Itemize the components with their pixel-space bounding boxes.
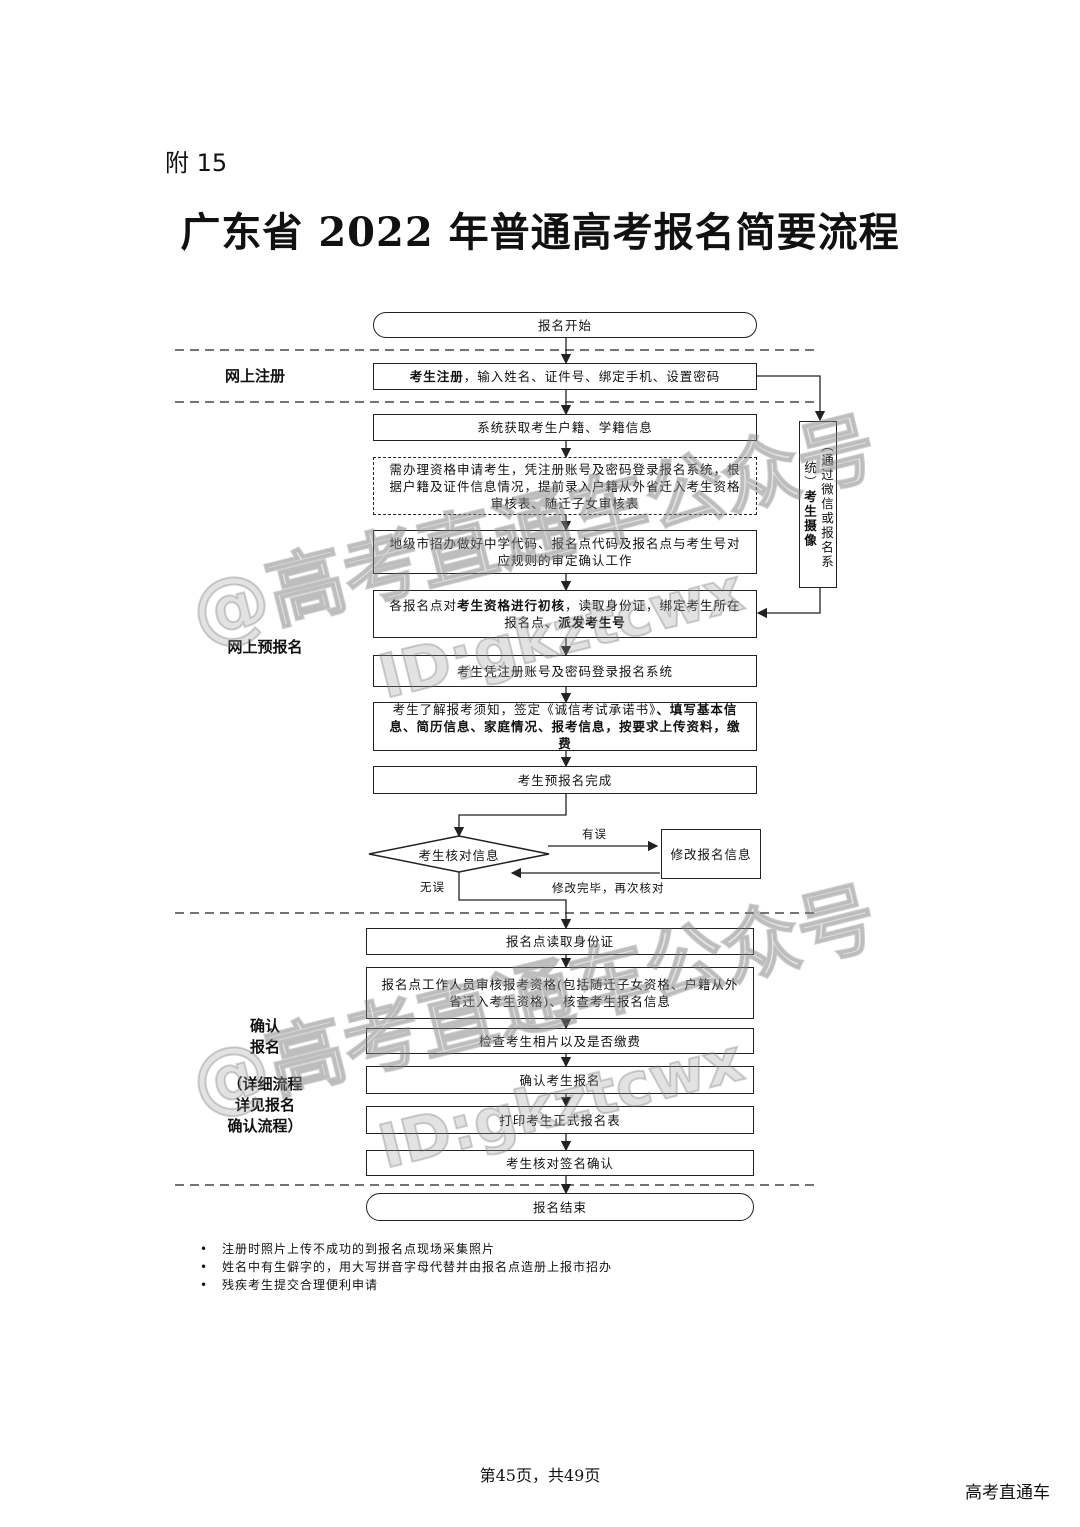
prereg-done-node: 考生预报名完成: [373, 766, 757, 794]
check-info-label: 考生核对信息: [418, 848, 500, 863]
stage-online-prereg: 网上预报名: [227, 638, 303, 656]
initial-b: 考生资格进行初核: [456, 598, 565, 613]
note-item: 姓名中有生僻字的，用大写拼音字母代替并由报名点造册上报市招办: [200, 1258, 612, 1276]
register-bold: 考生注册: [409, 369, 464, 384]
arrow: [458, 872, 572, 930]
fetch-info-node: 系统获取考生户籍、学籍信息: [373, 414, 757, 441]
side-note: （通过微信或报名系统）: [802, 439, 834, 570]
side-bold: 考生摄像: [802, 490, 817, 548]
stage-confirm-detail: （详细流程 详见报名 确认流程）: [205, 1074, 325, 1137]
note-item: 残疾考生提交合理便利申请: [200, 1276, 612, 1294]
stage-confirm-detail-2: 详见报名: [234, 1096, 295, 1114]
decision-diamond: [368, 835, 550, 873]
brand-label: 高考直通车: [965, 1483, 1050, 1503]
stage-online-register: 网上注册: [224, 367, 285, 385]
attachment-label: 附 15: [165, 149, 228, 177]
print-node: 打印考生正式报名表: [366, 1106, 754, 1134]
qualification-node: 需办理资格申请考生，凭注册账号及密码登录报名系统，根据户籍及证件信息情况，提前录…: [373, 457, 757, 515]
stage-confirm-line1: 确认: [249, 1017, 280, 1035]
side-camera-node: （通过微信或报名系统）考生摄像: [799, 421, 837, 588]
fill-b: 、填写基本信息、简历信息、家庭情况、报考信息，按要求上传资料，缴费: [389, 702, 741, 751]
end-node: 报名结束: [366, 1193, 754, 1221]
edit-done-label: 修改完毕，再次核对: [552, 881, 665, 895]
stage-confirm-detail-1: （详细流程: [227, 1075, 303, 1093]
initial-check-node: 各报名点对考生资格进行初核，读取身份证，绑定考生所在报名点、派发考生号: [373, 590, 757, 638]
arrow: [757, 375, 826, 422]
arrow: [756, 588, 821, 619]
photo-fee-node: 检查考生相片以及是否缴费: [366, 1028, 754, 1054]
confirm-node: 确认考生报名: [366, 1066, 754, 1094]
initial-d: 派发考生号: [558, 615, 626, 630]
start-node: 报名开始: [373, 312, 757, 338]
register-rest: ，输入姓名、证件号、绑定手机、设置密码: [463, 369, 721, 384]
sign-node: 考生核对签名确认: [366, 1150, 754, 1176]
edit-info-node: 修改报名信息: [661, 829, 761, 879]
stage-confirm-detail-3: 确认流程）: [227, 1117, 303, 1135]
has-error-label: 有误: [582, 827, 607, 841]
initial-c: ，读取身份证，绑定考生所在报名点、: [504, 598, 741, 630]
register-node: 考生注册，输入姓名、证件号、绑定手机、设置密码: [373, 363, 757, 390]
note-item: 注册时照片上传不成功的到报名点现场采集照片: [200, 1240, 612, 1258]
fill-form-node: 考生了解报考须知，签定《诚信考试承诺书》、填写基本信息、简历信息、家庭情况、报考…: [373, 702, 757, 751]
stage-confirm-line2: 报名: [249, 1038, 280, 1056]
fill-a: 考生了解报考须知，签定《诚信考试承诺书》: [392, 702, 657, 717]
initial-a: 各报名点对: [389, 598, 457, 613]
notes-list: 注册时照片上传不成功的到报名点现场采集照片 姓名中有生僻字的，用大写拼音字母代替…: [200, 1240, 612, 1294]
page-title: 广东省 2022 年普通高考报名简要流程: [180, 209, 900, 256]
no-error-label: 无误: [420, 880, 445, 894]
city-office-node: 地级市招办做好中学代码、报名点代码及报名点与考生号对应规则的审定确认工作: [373, 530, 757, 574]
stage-confirm: 确认 报名: [225, 1016, 305, 1058]
arrow: [453, 794, 567, 838]
login-node: 考生凭注册账号及密码登录报名系统: [373, 655, 757, 687]
page-footer: 第45页，共49页: [479, 1466, 601, 1485]
read-id-node: 报名点读取身份证: [366, 928, 754, 955]
staff-review-node: 报名点工作人员审核报考资格(包括随迁子女资格、户籍从外省迁入考生资格)、核查考生…: [366, 967, 754, 1019]
